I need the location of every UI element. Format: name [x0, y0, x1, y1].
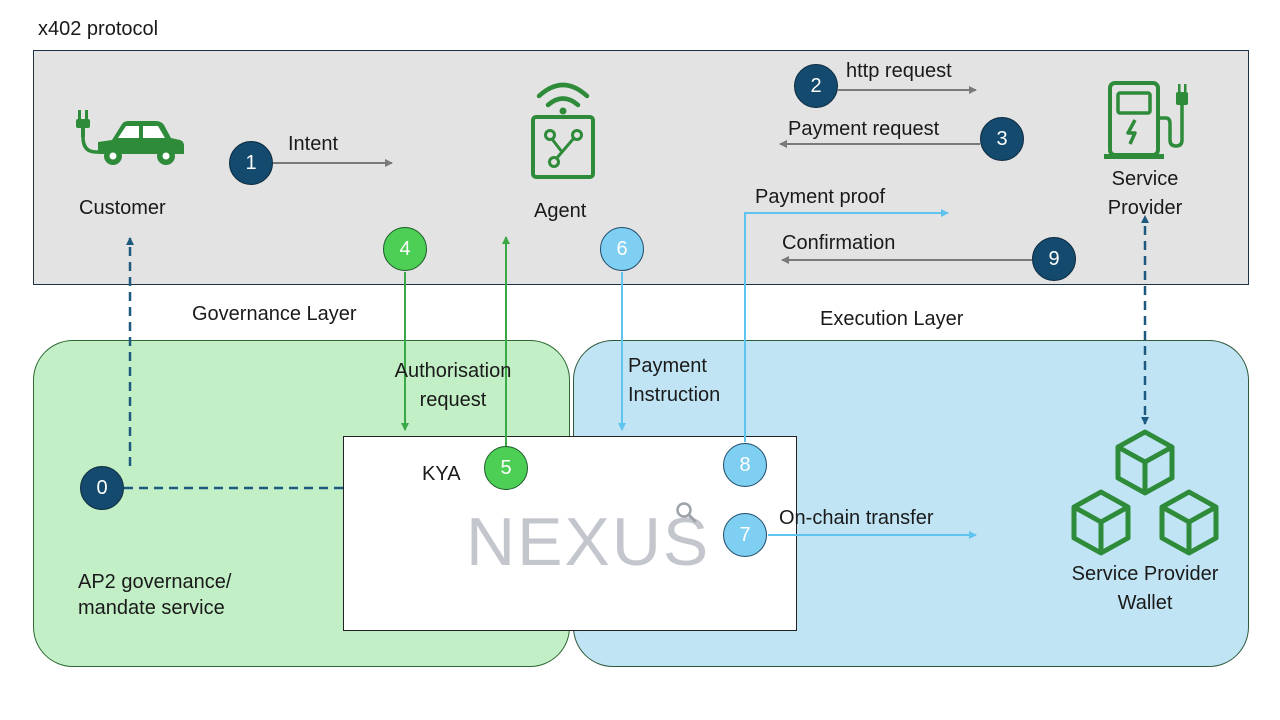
step-7-badge: 7 [723, 513, 767, 557]
authorisation-label-line1: Authorisation [394, 360, 512, 382]
ap2-label-line1: AP2 governance/ [78, 571, 232, 593]
nexus-box [343, 436, 797, 631]
electric-car-icon [76, 110, 184, 165]
step-6-badge: 6 [600, 227, 644, 271]
ap2-label-line2: mandate service [78, 597, 225, 619]
authorisation-label-line2: request [419, 389, 487, 411]
onchain-transfer-label: On-chain transfer [779, 507, 934, 529]
step-5-badge: 5 [484, 446, 528, 490]
step-4-badge: 4 [383, 227, 427, 271]
wallet-label-line1: Service Provider [1071, 563, 1219, 585]
step-9-badge: 9 [1032, 237, 1076, 281]
blockchain-cubes-icon [1071, 429, 1219, 556]
payment-instruction-label-line2: Instruction [628, 384, 721, 406]
ev-charger-icon [1104, 81, 1188, 159]
service-provider-label-line2: Provider [1107, 197, 1183, 219]
step-1-badge: 1 [229, 141, 273, 185]
service-provider-label-line1: Service [1111, 168, 1179, 190]
step-8-badge: 8 [723, 443, 767, 487]
governance-layer-label: Governance Layer [192, 303, 357, 325]
step-2-badge: 2 [794, 64, 838, 108]
kya-label: KYA [422, 463, 461, 485]
agent-label: Agent [534, 200, 587, 222]
execution-layer-label: Execution Layer [820, 308, 964, 330]
step-3-badge: 3 [980, 117, 1024, 161]
ai-agent-icon [531, 82, 595, 179]
confirmation-label: Confirmation [782, 232, 896, 254]
customer-label: Customer [79, 197, 166, 219]
payment-request-label: Payment request [788, 118, 940, 140]
intent-label: Intent [288, 133, 339, 155]
wallet-label-line2: Wallet [1117, 592, 1173, 614]
nexus-logo: NEXUS [466, 504, 711, 580]
payment-proof-label: Payment proof [755, 186, 886, 208]
magnifier-icon [676, 502, 697, 523]
protocol-title: x402 protocol [38, 18, 159, 40]
payment-instruction-label-line1: Payment [628, 355, 707, 377]
step-0-badge: 0 [80, 466, 124, 510]
http-request-label: http request [846, 60, 952, 82]
